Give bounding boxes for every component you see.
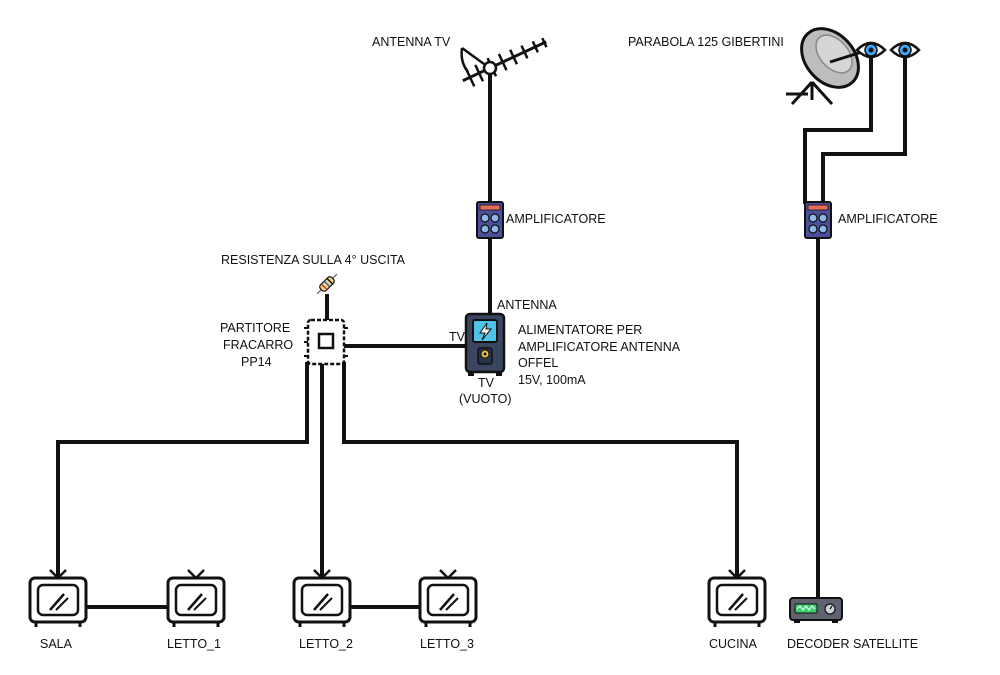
satellite-dish-icon <box>786 27 863 106</box>
amplifier-tv-label: AMPLIFICATORE <box>506 212 606 226</box>
cables <box>56 54 907 609</box>
psu-desc-line3: OFFEL <box>518 356 558 370</box>
antenna-icon <box>460 37 548 88</box>
tv-sala-label: SALA <box>40 637 73 651</box>
splitter-label-line3: PP14 <box>241 355 272 369</box>
decoder-label: DECODER SATELLITE <box>787 637 918 651</box>
psu-desc-line1: ALIMENTATORE PER <box>518 323 642 337</box>
psu-output-label-line2: (VUOTO) <box>459 392 512 406</box>
tv-icon <box>418 568 478 629</box>
cable-splitter-cucina <box>342 362 739 590</box>
power-supply-icon <box>464 312 506 376</box>
tv-letto2-label: LETTO_2 <box>299 637 353 651</box>
amplifier-sat-label: AMPLIFICATORE <box>838 212 938 226</box>
psu-output-label-line1: TV <box>478 376 495 390</box>
amplifier-icon <box>476 201 504 239</box>
cable-lnb2-amp <box>821 54 907 204</box>
lnb-eye-icon <box>889 41 921 59</box>
decoder-icon <box>789 597 843 623</box>
tv-letto3-label: LETTO_3 <box>420 637 474 651</box>
cable-splitter-sala <box>56 362 309 590</box>
psu-desc-line2: AMPLIFICATORE ANTENNA <box>518 340 681 354</box>
antenna-tv-label: ANTENNA TV <box>372 35 451 49</box>
resistor-label: RESISTENZA SULLA 4° USCITA <box>221 253 406 267</box>
tv-letto1-label: LETTO_1 <box>167 637 221 651</box>
lnb-eye-icon <box>855 41 887 59</box>
splitter-label-line2: FRACARRO <box>223 338 293 352</box>
parabola-label: PARABOLA 125 GIBERTINI <box>628 35 784 49</box>
splitter-label-line1: PARTITORE <box>220 321 290 335</box>
tv-icon <box>707 568 767 629</box>
resistor-icon <box>316 273 338 295</box>
tv-icon <box>166 568 226 629</box>
tv-cucina-label: CUCINA <box>709 637 758 651</box>
splitter-icon <box>304 318 348 366</box>
psu-port-antenna-label: ANTENNA <box>497 298 557 312</box>
tv-icon <box>292 568 352 629</box>
psu-port-tv-label: TV <box>449 330 466 344</box>
cable-lnb1-amp <box>803 54 873 204</box>
psu-desc-line4: 15V, 100mA <box>518 373 586 387</box>
amplifier-icon <box>804 201 832 239</box>
tv-icon <box>28 568 88 629</box>
